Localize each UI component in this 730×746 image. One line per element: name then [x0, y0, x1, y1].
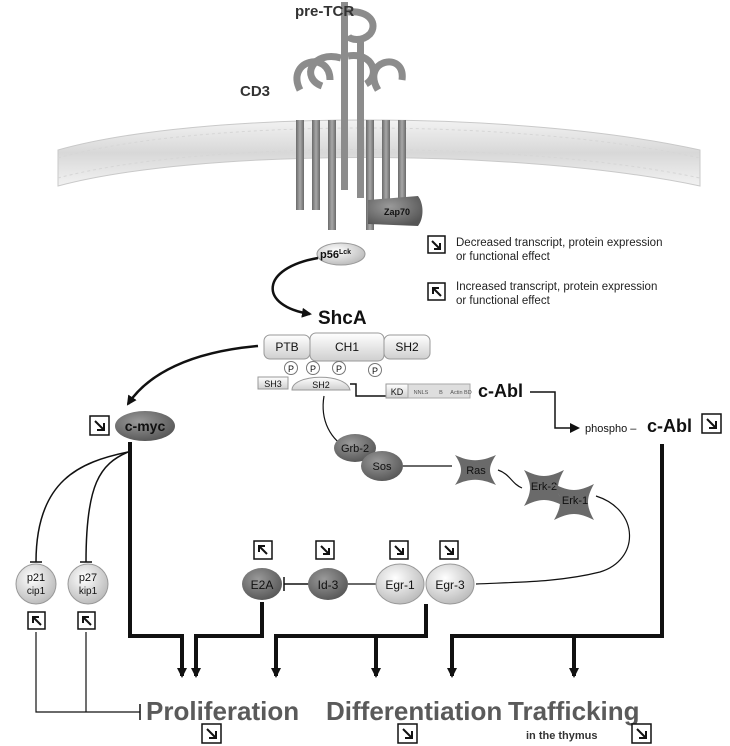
cabl-domain-actin: Actin BD — [450, 390, 471, 396]
legend-increased-line1: Increased transcript, protein expression — [456, 281, 657, 293]
shca-domain-sh2: SH2 — [395, 340, 419, 354]
ras-label: Ras — [466, 465, 486, 477]
lck-to-shca-arrow — [271, 256, 319, 318]
ras-shape — [455, 455, 496, 485]
grb2-label: Grb-2 — [341, 443, 369, 455]
erk2-shape — [524, 470, 564, 506]
cmyc-inhibits-p27 — [85, 451, 129, 563]
grb2-shape — [334, 434, 376, 462]
cabl-domain-sh3: SH3 — [264, 379, 282, 389]
arrow-down-right-icon — [444, 545, 454, 555]
e2a-shape — [242, 568, 282, 600]
shca-title: ShcA — [318, 308, 367, 329]
cabl-protein: SH3 SH2 KD NNLS B Actin BD — [257, 376, 472, 399]
phospho-prefix: phospho – — [585, 423, 637, 435]
outcome-trafficking-subtitle: in the thymus — [526, 730, 598, 742]
outcome-differentiation: Differentiation — [326, 696, 502, 726]
arrow-down-right-icon — [431, 240, 441, 250]
kip1-label: kip1 — [79, 586, 98, 597]
arrow-up-left-icon — [258, 545, 268, 555]
cd3-label: CD3 — [240, 83, 270, 100]
ras-to-erk-link — [497, 469, 523, 489]
id3-shape — [308, 568, 348, 600]
pre-tcr-receptor — [307, 2, 377, 198]
pre-tcr-label: pre-TCR — [295, 3, 354, 20]
cell-membrane — [57, 119, 701, 187]
phospho-cabl-label: c-Abl — [647, 416, 692, 436]
arrow-down-right-icon — [94, 420, 105, 431]
p21-shape — [15, 563, 57, 605]
p21-label: p21 — [27, 572, 45, 584]
erk-to-egr3-link — [475, 495, 631, 585]
zap70-label: Zap70 — [384, 207, 410, 217]
p27-shape — [67, 563, 109, 605]
phospho-site-3: P — [336, 364, 342, 374]
arrow-down-right-icon — [636, 728, 647, 739]
egr1-shape — [375, 563, 425, 605]
legend-decreased-line1: Decreased transcript, protein expression — [456, 237, 662, 249]
erk1-shape — [554, 484, 594, 520]
shca-domain-ch1: CH1 — [335, 340, 359, 354]
e2a-to-proliferation-arrow — [191, 602, 264, 678]
cabl-to-differentiation-arrow — [447, 444, 664, 678]
sos-shape — [361, 451, 403, 481]
p56lck-label: p56Lck — [320, 249, 351, 261]
outcome-trafficking: Trafficking — [508, 696, 639, 726]
cki-inhibits-proliferation — [35, 632, 140, 713]
p27-label: p27 — [79, 572, 97, 584]
arrow-down-right-icon — [320, 545, 330, 555]
legend: Decreased transcript, protein expression… — [427, 235, 662, 307]
phospho-site-4: P — [372, 366, 378, 376]
cabl-domain-b: B — [439, 390, 443, 396]
outcome-proliferation: Proliferation — [146, 696, 299, 726]
cip1-label: cip1 — [27, 586, 46, 597]
zap70-shape — [368, 196, 423, 226]
shca-domain-ptb: PTB — [275, 340, 298, 354]
cd3-complex — [293, 58, 406, 230]
egr3-shape — [425, 563, 475, 605]
cabl-domain-kd: KD — [391, 387, 404, 397]
cabl-domain-sh2: SH2 — [312, 380, 330, 390]
arrow-down-right-icon — [206, 728, 217, 739]
phospho-site-2: P — [310, 364, 316, 374]
arrow-up-left-icon — [32, 616, 42, 626]
egr1-label: Egr-1 — [385, 578, 415, 592]
sos-label: Sos — [373, 461, 392, 473]
arrow-down-right-icon — [706, 418, 717, 429]
cmyc-to-proliferation-arrow — [128, 442, 187, 678]
arrow-up-left-icon — [82, 616, 92, 626]
shca-to-cmyc-arrow — [126, 344, 259, 406]
cabl-domain-nls: NNLS — [414, 390, 429, 396]
id3-inhibits-e2a — [283, 577, 310, 591]
egr-to-differentiation-left-arrow — [271, 604, 428, 678]
cmyc-shape — [115, 411, 175, 441]
cabl-label: c-Abl — [478, 381, 523, 401]
erk1-label: Erk-1 — [562, 495, 588, 507]
legend-increased-line2: or functional effect — [456, 295, 551, 307]
cmyc-label: c-myc — [125, 418, 166, 434]
p56lck-shape — [316, 242, 366, 266]
id3-label: Id-3 — [318, 578, 339, 592]
legend-decreased-line2: or functional effect — [456, 251, 551, 263]
arrow-up-left-icon — [432, 287, 442, 297]
cabl-phosphorylation-arrow — [530, 391, 580, 433]
e2a-label: E2A — [251, 578, 274, 592]
shca-protein: PTB CH1 SH2 — [263, 332, 431, 362]
phospho-sites: P P P P — [284, 361, 382, 377]
phospho-site-1: P — [288, 364, 294, 374]
cmyc-inhibits-p21 — [35, 451, 129, 563]
egr3-label: Egr-3 — [435, 578, 465, 592]
arrow-down-right-icon — [402, 728, 413, 739]
erk2-label: Erk-2 — [531, 481, 557, 493]
arrow-down-right-icon — [394, 545, 404, 555]
